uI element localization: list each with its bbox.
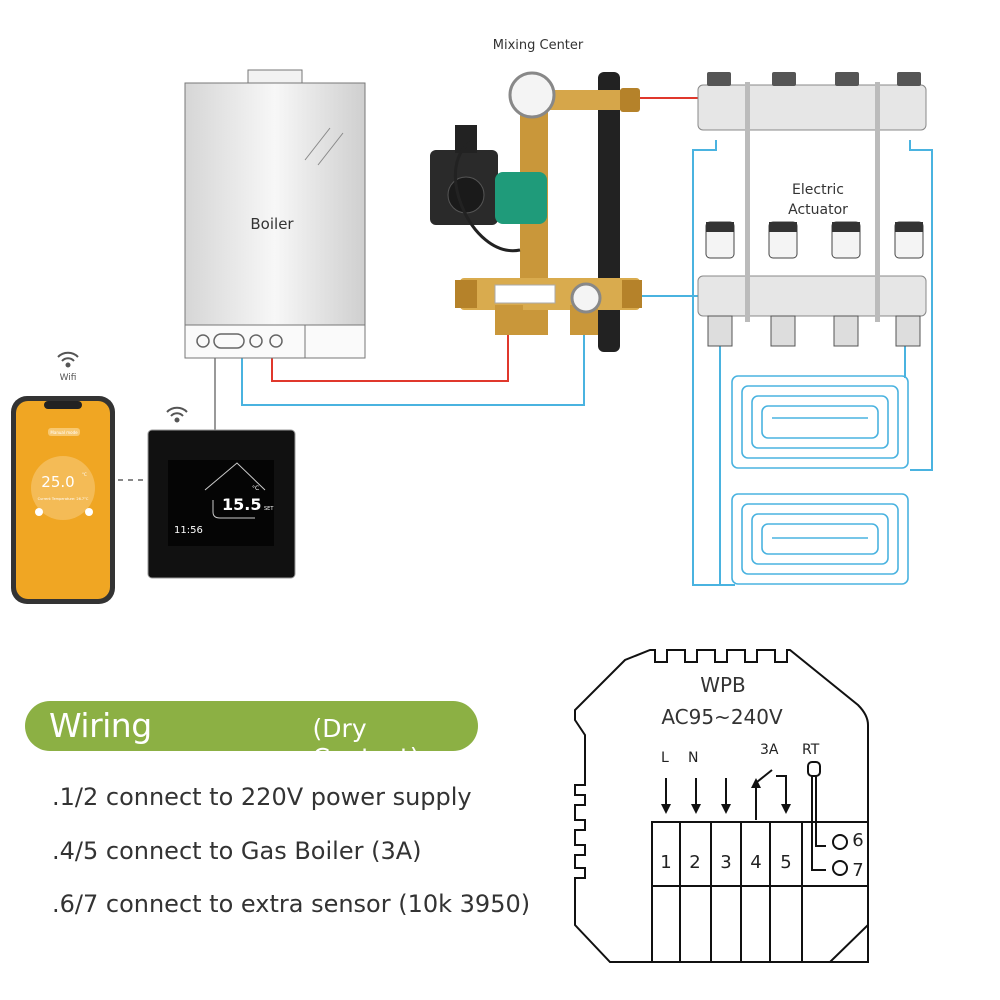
terminal-voltage: AC95~240V [661, 705, 783, 729]
wiring-title: Wiring Diagram [49, 706, 188, 795]
thermostat-unit: °C [252, 485, 259, 492]
terminal-7: 7 [852, 860, 863, 881]
phone-temp-unit: °C [82, 472, 87, 477]
wiring-subtitle: (Dry Contact) [312, 714, 420, 772]
mixing-center [430, 71, 642, 352]
terminal-label-N: N [688, 750, 698, 766]
phone-set-temperature: 25.0 [41, 473, 74, 491]
thermostat-clock: 11:56 [174, 525, 203, 536]
cold-pipe-return [241, 330, 585, 406]
terminal-block [574, 649, 869, 963]
smartphone [11, 396, 115, 604]
pressure-gauge [508, 71, 556, 119]
circulation-pump [495, 172, 547, 224]
terminal-label-RT: RT [802, 742, 820, 758]
wiring-note: .4/5 connect to Gas Boiler (3A) [52, 837, 422, 865]
pipes [214, 97, 933, 586]
boiler [184, 69, 366, 359]
thermostat [147, 429, 296, 579]
phone-mode-button: Manual mode [50, 430, 78, 435]
terminal-label-3A: 3A [760, 742, 779, 758]
terminal-numbers: 1 2 3 4 5 6 7 [660, 830, 863, 881]
actuator-label-1: Electric [792, 182, 844, 198]
terminal-model: WPB [700, 673, 746, 697]
hot-pipe-supply [271, 330, 509, 382]
terminal-1: 1 [660, 852, 671, 873]
loop-pipe [692, 140, 735, 586]
manifold [697, 72, 927, 347]
electric-actuators [705, 221, 924, 259]
temperature-gauge [570, 282, 602, 314]
mixing-center-label: Mixing Center [493, 38, 584, 53]
floor-coil-1 [731, 375, 909, 469]
terminal-3: 3 [720, 852, 731, 873]
loop-pipe [909, 140, 933, 471]
wifi-icon [57, 351, 79, 368]
phone-current-temperature: Current Temperature: 26.7°C [38, 497, 89, 501]
wifi-label: Wifi [60, 373, 77, 383]
wiring-note: .1/2 connect to 220V power supply [52, 783, 472, 811]
floor-coil-2 [731, 493, 909, 585]
boiler-label: Boiler [250, 215, 294, 233]
terminal-5: 5 [780, 852, 791, 873]
wifi-icon [166, 406, 188, 423]
wiring-note: .6/7 connect to extra sensor (10k 3950) [52, 890, 531, 918]
wiring-diagram-banner: Wiring Diagram (Dry Contact) [25, 701, 478, 795]
terminal-2: 2 [689, 852, 700, 873]
terminal-6: 6 [852, 830, 863, 851]
terminal-label-L: L [661, 750, 669, 766]
boiler-knobs [196, 333, 283, 349]
terminal-4: 4 [750, 852, 761, 873]
actuator-label-2: Actuator [788, 202, 848, 218]
thermostat-set: SET [264, 506, 274, 512]
thermostat-temperature: 15.5 [222, 495, 261, 514]
